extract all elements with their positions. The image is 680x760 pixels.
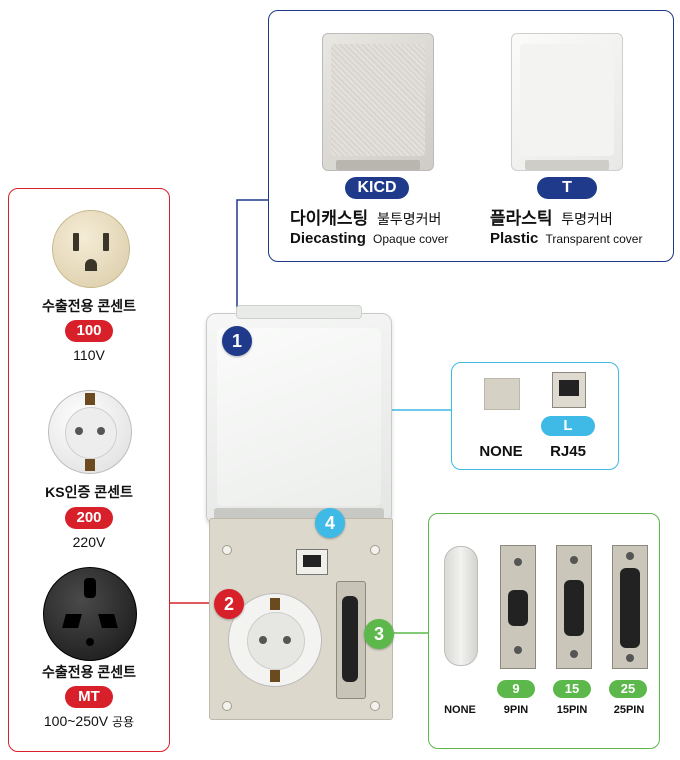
network-none-image bbox=[484, 378, 520, 410]
dsub-15-badge: 15 bbox=[553, 680, 591, 698]
dsub-9pin-image bbox=[500, 545, 536, 669]
dsub-none-label: NONE bbox=[444, 704, 476, 716]
outlet-1-badge: 100 bbox=[65, 320, 113, 342]
kicd-badge: KICD bbox=[345, 177, 409, 199]
dsub-9-badge: 9 bbox=[497, 680, 535, 698]
network-none-label: NONE bbox=[479, 443, 523, 460]
dsub-25pin-label: 25PIN bbox=[613, 704, 645, 716]
t-badge: T bbox=[537, 177, 597, 199]
kicd-korean-sub: 불투명커버 bbox=[376, 211, 442, 227]
product-cover-top-edge bbox=[236, 305, 362, 319]
dsub-15pin-image bbox=[556, 545, 592, 669]
kicd-english-label: Diecasting Opaque cover bbox=[290, 230, 490, 247]
t-korean-main: 플라스틱 bbox=[490, 209, 553, 228]
callout-1: 1 bbox=[222, 326, 252, 356]
diecasting-cover-image bbox=[322, 33, 434, 171]
kicd-korean-main: 다이캐스팅 bbox=[290, 209, 369, 228]
t-korean-label: 플라스틱 투명커버 bbox=[490, 204, 670, 229]
t-english-sub: Transparent cover bbox=[545, 232, 643, 246]
outlet-3-voltage: 100~250V bbox=[43, 713, 109, 729]
rj45-badge: L bbox=[541, 416, 595, 436]
kicd-english-main: Diecasting bbox=[290, 230, 366, 247]
t-korean-sub: 투명커버 bbox=[561, 211, 613, 227]
rj45-port-image bbox=[552, 372, 586, 408]
dsub-9pin-label: 9PIN bbox=[503, 704, 529, 716]
kicd-english-sub: Opaque cover bbox=[373, 232, 449, 246]
outlet-1-title: 수출전용 콘센트 bbox=[41, 298, 137, 314]
diecasting-cover-hinge bbox=[336, 160, 420, 170]
us-outlet-image bbox=[52, 210, 130, 288]
outlet-3-title: 수출전용 콘센트 bbox=[41, 664, 137, 680]
rj45-label: RJ45 bbox=[550, 443, 586, 460]
kicd-korean-label: 다이캐스팅 불투명커버 bbox=[290, 204, 490, 229]
callout-3: 3 bbox=[364, 619, 394, 649]
outlet-2-voltage: 220V bbox=[72, 534, 106, 550]
ks-outlet-image bbox=[48, 390, 132, 474]
callout-2: 2 bbox=[214, 589, 244, 619]
transparent-cover-image bbox=[511, 33, 623, 171]
dsub-none-image bbox=[444, 546, 478, 666]
outlet-3-extra: 공용 bbox=[112, 715, 135, 729]
outlet-3-badge: MT bbox=[65, 686, 113, 708]
outlet-1-voltage: 110V bbox=[73, 347, 105, 363]
universal-outlet-image bbox=[43, 567, 137, 661]
transparent-cover-hinge bbox=[525, 160, 609, 170]
dsub-15pin-label: 15PIN bbox=[556, 704, 588, 716]
network-options-panel bbox=[451, 362, 619, 470]
callout-4: 4 bbox=[315, 508, 345, 538]
t-english-main: Plastic bbox=[490, 230, 539, 247]
outlet-2-title: KS인증 콘센트 bbox=[45, 484, 133, 500]
t-english-label: Plastic Transparent cover bbox=[490, 230, 670, 247]
dsub-25-badge: 25 bbox=[609, 680, 647, 698]
outlet-3-voltage-row: 100~250V 공용 bbox=[8, 713, 170, 730]
dsub-25pin-image bbox=[612, 545, 648, 669]
product-plate bbox=[209, 518, 393, 720]
outlet-2-badge: 200 bbox=[65, 507, 113, 529]
